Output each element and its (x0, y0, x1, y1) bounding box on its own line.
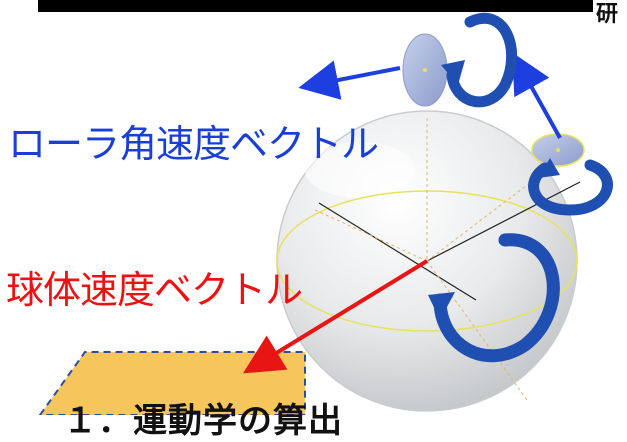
rotation-arrow-icon (446, 12, 518, 108)
rotation-arrow-icon (433, 233, 560, 363)
roller-center (556, 148, 560, 152)
axis-line (426, 181, 581, 262)
rotation-arrow-head (538, 158, 560, 178)
vector-arrow-icon (242, 259, 429, 374)
vector-arrow-icon (298, 60, 401, 100)
vector-arrow-icon (512, 52, 562, 139)
axis-line (318, 202, 477, 301)
rotation-arrow-icon (528, 159, 613, 216)
guide-line (314, 209, 428, 262)
roller-center (423, 68, 427, 72)
corner-title-fragment: 研 (596, 2, 619, 27)
rotation-arrow-head (428, 292, 455, 320)
header-bar (38, 0, 593, 12)
ground-plane (38, 351, 306, 415)
roller-angular-velocity-label: ローラ角速度ベクトル (8, 122, 379, 166)
section-title: １．運動学の算出 (63, 401, 343, 441)
guide-line (426, 260, 528, 401)
ball-velocity-label: 球体速度ベクトル (6, 268, 303, 312)
diagram-stage: 研 (6, 0, 619, 441)
mechanism-illustration (38, 12, 613, 415)
rotation-arrow-head (441, 60, 465, 85)
